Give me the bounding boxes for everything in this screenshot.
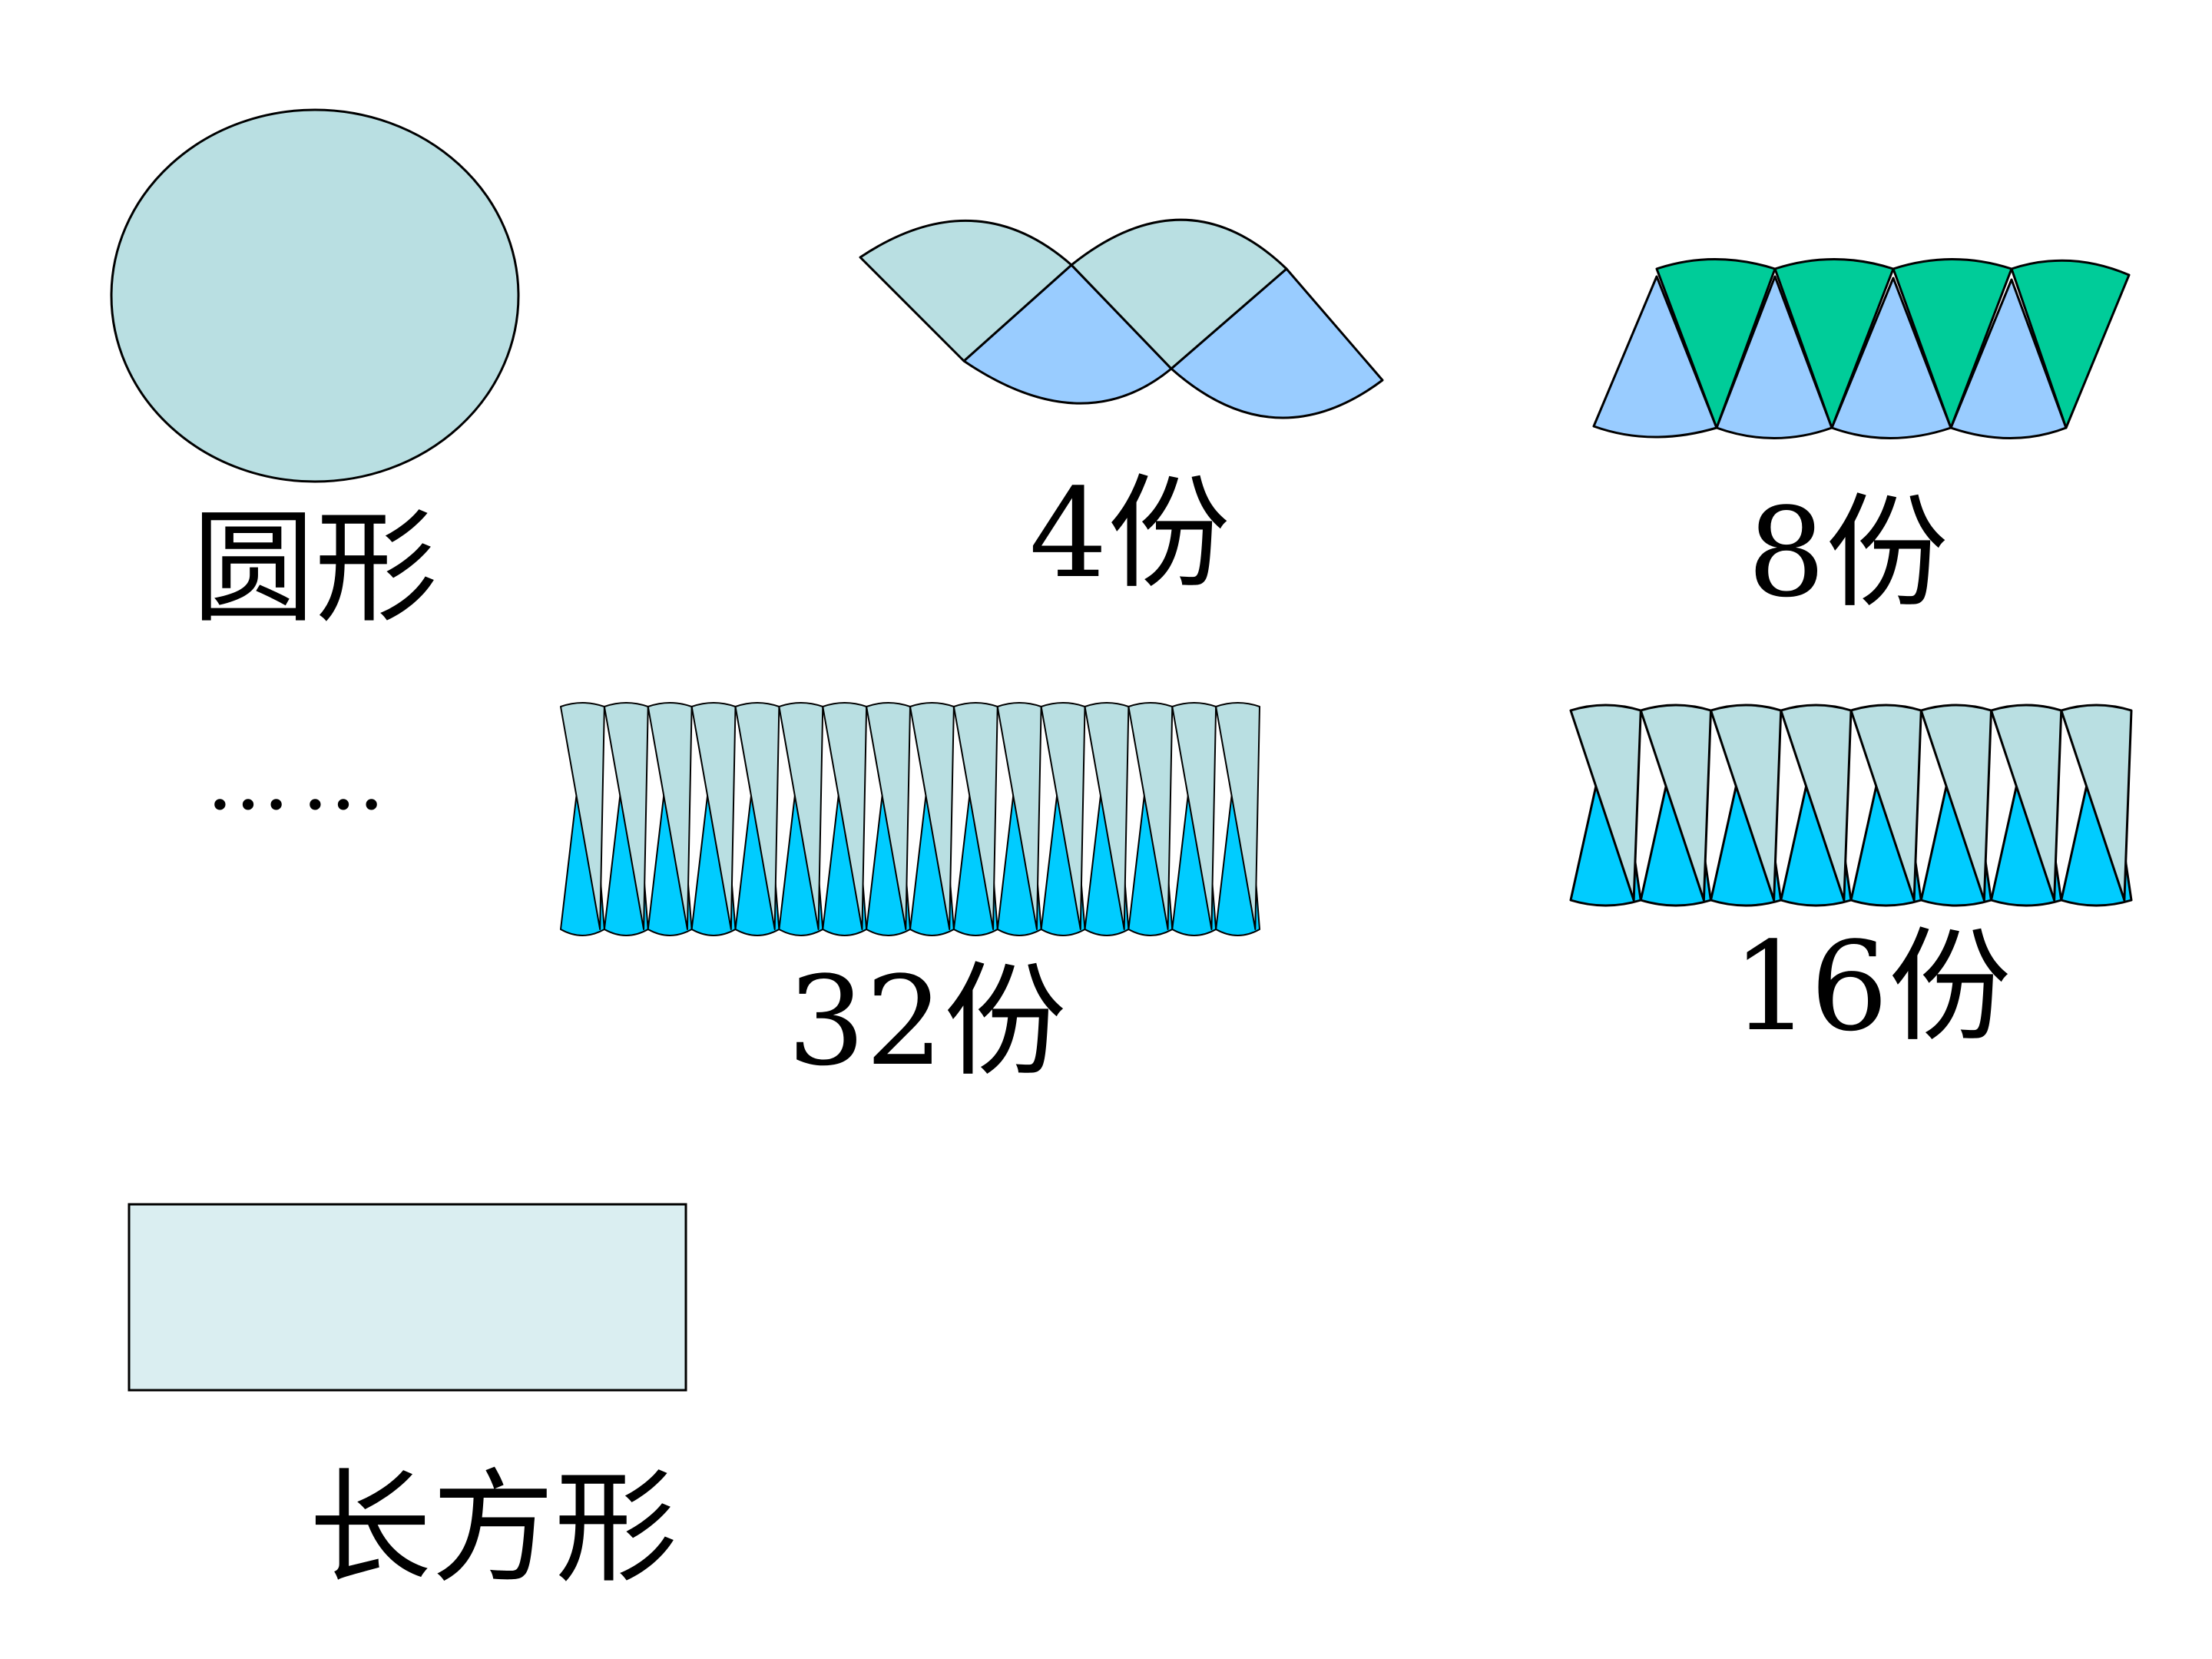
sector-bottom (1592, 275, 1718, 439)
sector-top (859, 220, 1073, 363)
sector-top (1070, 218, 1288, 370)
ellipsis-label: …… (206, 730, 396, 829)
thirtytwo-sector-arrangement (560, 702, 1260, 936)
sixteen-sector-arrangement (1569, 704, 2133, 907)
sector-bottom (962, 263, 1173, 405)
four-sector-arrangement (859, 218, 1384, 419)
four-parts-label: 4份 (1029, 462, 1230, 605)
circle-shape (110, 108, 520, 483)
sector-bottom (1715, 275, 1833, 439)
eight-parts-label: 8份 (1747, 481, 1949, 624)
circle-label: 圆形 (192, 496, 439, 640)
sector-top (2060, 704, 2133, 902)
sector-top (1215, 702, 1260, 930)
sector-bottom (1949, 278, 2068, 439)
rectangle-shape (127, 1203, 687, 1392)
sector-bottom (1830, 276, 1952, 439)
eight-sector-arrangement (1592, 258, 2131, 439)
sector-top (2010, 259, 2131, 429)
thirtytwo-parts-label: 32份 (787, 949, 1067, 1093)
sector-bottom (1170, 267, 1384, 419)
rectangle-label: 长方形 (309, 1456, 678, 1600)
sixteen-parts-label: 16份 (1732, 915, 2012, 1058)
